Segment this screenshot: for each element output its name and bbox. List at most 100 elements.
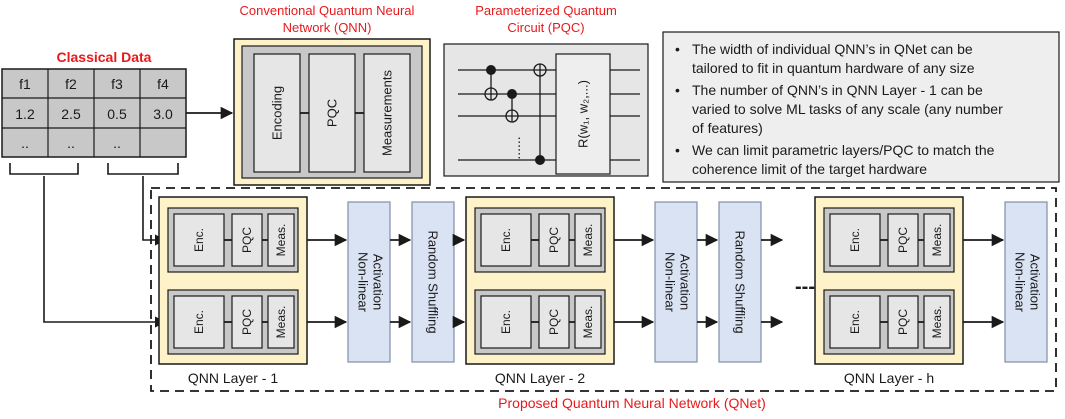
enc-block-label: Enc. [499,310,513,334]
enc-block [480,295,532,349]
conventional-qnn-title: Conventional Quantum Neural [240,3,415,18]
pqc-title: Parameterized Quantum [475,3,617,18]
bullet-icon: • [675,41,680,57]
classical-data-table: f1 f2 f3 f4 1.2 2.5 0.5 3.0 .. .. .. [1,68,187,158]
enc-block-label: Enc. [192,228,206,252]
meas-block-label: Meas. [274,306,288,339]
pqc-block-label: PQC [896,227,910,253]
conventional-qnn-title: Network (QNN) [283,20,372,35]
activation-label: Non-linear [356,252,371,313]
table-cell: 3.0 [153,106,173,122]
note-line: The number of QNN’s in QNN Layer - 1 can… [692,82,983,98]
table-header-cell: f4 [157,76,169,92]
pqc-block-label: PQC [240,309,254,335]
meas-block [574,295,602,349]
activation-label: Activation [371,254,386,310]
bullet-icon: • [675,82,680,98]
activation-label: Activation [678,254,693,310]
bullet-icon: • [675,142,680,158]
pqc-block-label: PQC [896,309,910,335]
circuit-ellipsis: ...... [507,136,523,159]
pqc-block [231,295,263,349]
classical-data-title: Classical Data [57,49,152,65]
enc-block-label: Enc. [499,228,513,252]
table-cell: .. [21,135,29,151]
meas-block [574,213,602,267]
encoding-block: Encoding [270,86,285,140]
meas-block [923,213,951,267]
note-line: of features) [692,120,763,136]
qnn-unit: Enc. PQC Meas. [167,289,299,355]
activation-label: Non-linear [1013,252,1028,313]
activation-label: Non-linear [663,252,678,313]
enc-block [829,213,881,267]
table-cell: .. [113,135,121,151]
shuffle-label: Random Shuffling [733,230,748,333]
enc-block [173,295,225,349]
qnn-unit: Enc. PQC Meas. [474,207,606,273]
enc-block-label: Enc. [848,310,862,334]
qnet-frame [150,187,1057,392]
pqc-block [538,213,570,267]
random-shuffling: Random Shuffling [718,201,762,363]
qnn-unit: Enc. PQC Meas. [823,289,955,355]
qnn-unit: Enc. PQC Meas. [474,289,606,355]
enc-block-label: Enc. [848,228,862,252]
note-line: varied to solve ML tasks of any scale (a… [692,101,1003,117]
pqc-block [538,295,570,349]
measurements-block: Measurements [380,70,395,156]
layer-label: QNN Layer - h [844,370,934,386]
pqc-block-label: PQC [240,227,254,253]
activation-label: Activation [1028,254,1043,310]
layer-label: QNN Layer - 2 [495,370,585,386]
table-cell: 1.2 [15,106,35,122]
rotation-gate: R(w₁, w₂,...) [576,80,591,148]
table-cell: 2.5 [61,106,81,122]
meas-block-label: Meas. [274,224,288,257]
random-shuffling: Random Shuffling [411,201,455,363]
pqc-circuit-figure: ...... R(w₁, w₂,...) [443,43,649,177]
qnn-unit: Enc. PQC Meas. [167,207,299,273]
layer-label: QNN Layer - 1 [188,370,278,386]
meas-block [923,295,951,349]
enc-block [173,213,225,267]
pqc-block [887,213,919,267]
table-header-cell: f3 [111,76,123,92]
table-header-cell: f2 [65,76,77,92]
note-line: The width of individual QNN’s in QNet ca… [692,41,973,57]
meas-block [267,295,295,349]
meas-block [267,213,295,267]
pqc-block: PQC [325,99,340,127]
shuffle-label: Random Shuffling [426,230,441,333]
enc-block [829,295,881,349]
meas-block-label: Meas. [581,306,595,339]
pqc-block-label: PQC [547,227,561,253]
table-header-cell: f1 [19,76,31,92]
layers-ellipsis: --- [795,276,815,298]
pqc-block [887,295,919,349]
table-cell: 0.5 [107,106,127,122]
meas-block-label: Meas. [930,306,944,339]
enc-block-label: Enc. [192,310,206,334]
pqc-block [231,213,263,267]
meas-block-label: Meas. [930,224,944,257]
feature-group-bracket [9,163,79,175]
note-line: We can limit parametric layers/PQC to ma… [692,142,995,158]
qnn-unit: Enc. PQC Meas. [823,207,955,273]
meas-block-label: Meas. [581,224,595,257]
conventional-qnn-block: Encoding PQC Measurements [233,38,431,186]
qnet-layers: Enc. PQC Meas. Enc. PQC Meas. QNN Layer - 1 Enc… [158,196,1048,386]
notes-box: • The width of individual QNN’s in QNet … [662,31,1060,183]
qnn-layer: Enc. PQC Meas. Enc. PQC Meas. QNN Layer - 2 [465,196,615,386]
input-connector [43,176,167,328]
note-line: coherence limit of the target hardware [692,161,927,177]
table-cell: .. [67,135,75,151]
pqc-block-label: PQC [547,309,561,335]
pqc-title: Circuit (PQC) [507,20,584,35]
input-connector [142,176,167,246]
qnet-caption: Proposed Quantum Neural Network (QNet) [498,395,766,411]
